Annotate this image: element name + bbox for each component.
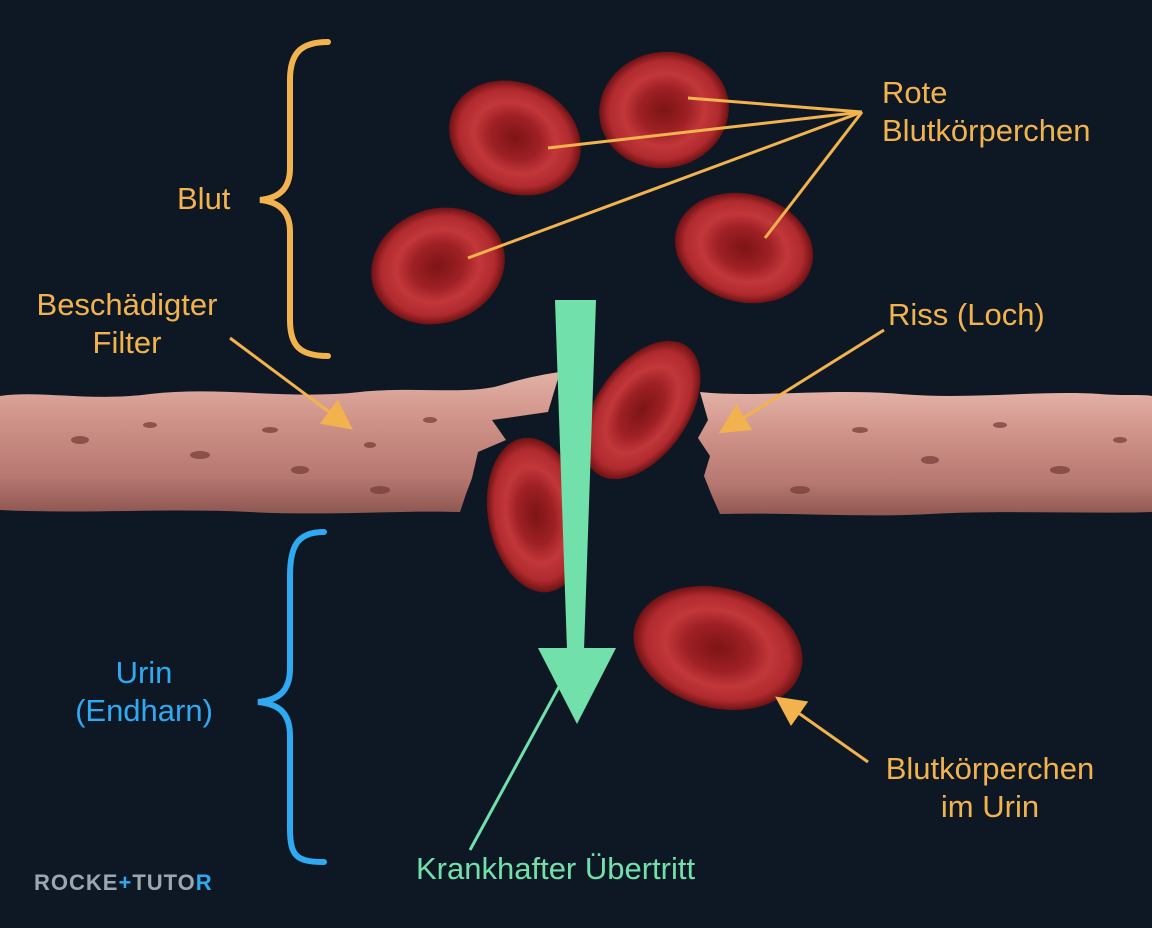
passage-arrow bbox=[538, 300, 616, 724]
membrane-pores bbox=[71, 417, 1127, 494]
cells-in-urine-label: Blutkörperchen im Urin bbox=[868, 750, 1112, 826]
red-blood-cell bbox=[486, 437, 586, 593]
damaged-filter-line2: Filter bbox=[92, 325, 162, 360]
pathological-passage-label: Krankhafter Übertritt bbox=[416, 851, 696, 886]
red-blood-cell bbox=[583, 340, 701, 480]
logo-plus-icon: + bbox=[118, 870, 133, 895]
red-blood-cell bbox=[449, 80, 581, 196]
rocketutor-logo: ROCKE+TUTOR bbox=[34, 870, 213, 896]
tear-arrow bbox=[718, 328, 885, 434]
rbc-label: Rote Blutkörperchen bbox=[882, 74, 1091, 150]
tear-label: Riss (Loch) bbox=[888, 297, 1045, 332]
passage-leader-line bbox=[468, 684, 562, 851]
cells-in-urine-arrow bbox=[775, 696, 869, 764]
damaged-filter-label: Beschädigter Filter bbox=[26, 286, 228, 362]
logo-text-b: TUTO bbox=[132, 870, 196, 895]
cells-in-urine-line1: Blutkörperchen bbox=[885, 751, 1095, 786]
damaged-filter-line1: Beschädigter bbox=[36, 287, 218, 322]
blood-brace bbox=[259, 39, 331, 359]
damaged-filter-arrow bbox=[229, 336, 353, 430]
red-blood-cell bbox=[599, 51, 729, 169]
urine-label-line2: (Endharn) bbox=[75, 693, 213, 728]
filter-membrane bbox=[0, 372, 1152, 516]
rbc-leader-lines bbox=[467, 96, 864, 260]
urine-label-line1: Urin bbox=[115, 655, 173, 690]
blood-label: Blut bbox=[177, 181, 231, 216]
red-blood-cell bbox=[674, 192, 814, 304]
urine-brace bbox=[257, 529, 327, 865]
rbc-label-line1: Rote bbox=[882, 75, 948, 110]
rbc-label-line2: Blutkörperchen bbox=[882, 113, 1091, 148]
red-blood-cell bbox=[633, 585, 803, 711]
cells-in-urine-line2: im Urin bbox=[940, 789, 1040, 824]
membrane-left bbox=[0, 372, 560, 514]
red-blood-cell bbox=[371, 207, 505, 325]
logo-text-c: R bbox=[195, 870, 213, 895]
membrane-right bbox=[698, 392, 1152, 516]
urine-label: Urin (Endharn) bbox=[66, 654, 222, 730]
logo-text-a: ROCKE bbox=[34, 870, 119, 895]
